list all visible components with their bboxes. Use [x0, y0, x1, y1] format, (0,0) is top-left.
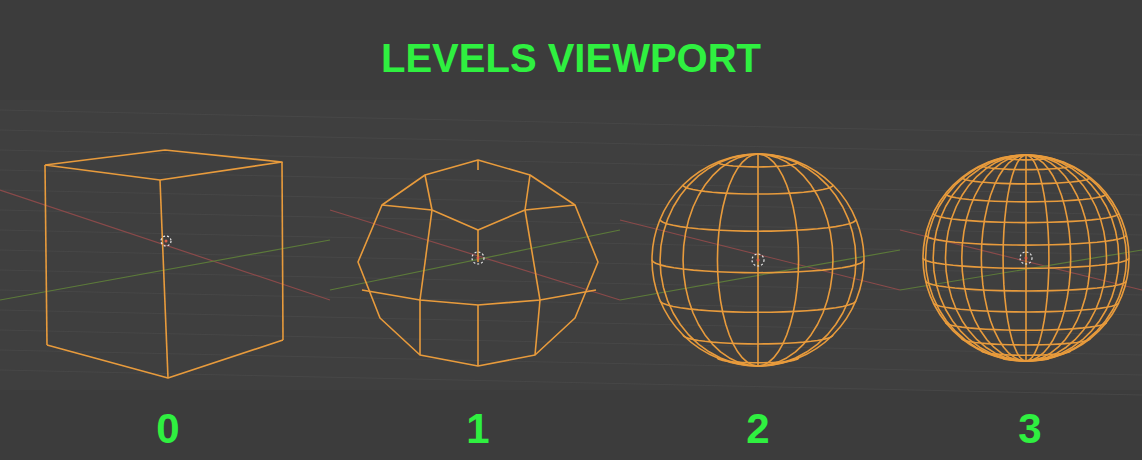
mesh-wireframes: [45, 150, 1129, 378]
subdivided-level-1: [358, 160, 598, 366]
level-number: 1: [466, 408, 489, 450]
sphere-level-2: [652, 154, 864, 366]
level-number: 2: [746, 408, 769, 450]
origin-markers: [161, 236, 1032, 266]
sphere-level-3: [923, 155, 1129, 361]
viewport-panel: [0, 100, 1142, 390]
level-number: 0: [156, 408, 179, 450]
floor-grid: [0, 110, 1142, 395]
diagram-title: LEVELS VIEWPORT: [381, 38, 761, 78]
cube-level-0: [45, 150, 283, 378]
level-number: 3: [1018, 408, 1041, 450]
